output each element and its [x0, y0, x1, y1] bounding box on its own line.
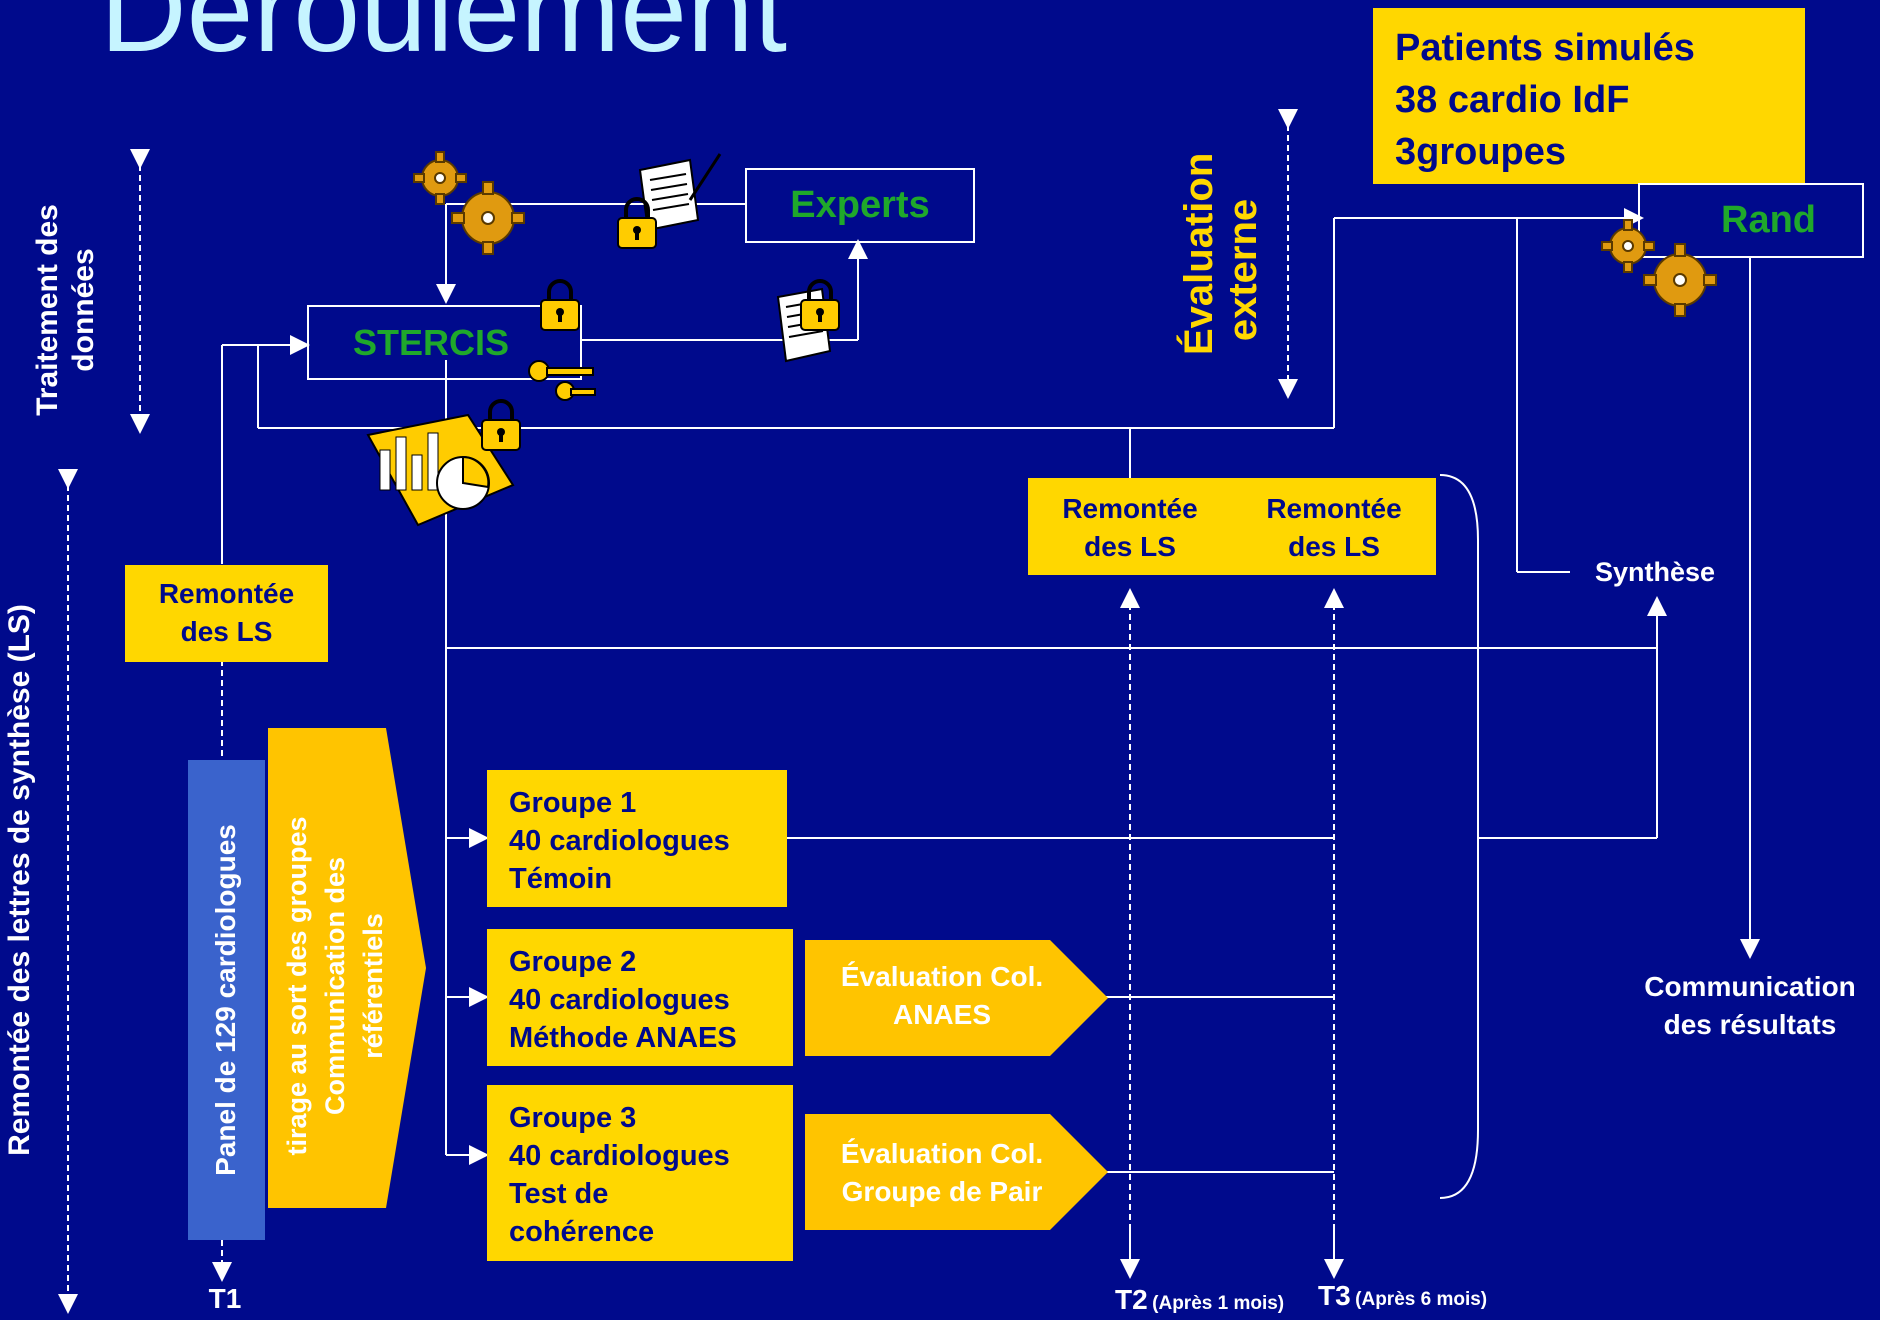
eval-anaes-arrow	[805, 940, 1108, 1056]
document-icon	[638, 153, 722, 232]
groupe-1-box: Groupe 1 40 cardiologues Témoin	[487, 770, 787, 907]
key-icon	[528, 360, 596, 401]
t2-note: (Après 1 mois)	[1152, 1293, 1285, 1314]
remontee-ls-t2: Remontée des LS	[1028, 478, 1232, 575]
gear-icon	[1601, 219, 1717, 317]
chart-icon	[366, 413, 515, 527]
rand-box: Rand	[1638, 183, 1864, 258]
eval-pair-label: Évaluation Col. Groupe de Pair	[840, 1138, 1044, 1207]
evaluation-externe-label: Évaluation externe	[1177, 152, 1265, 355]
t3-note: (Après 6 mois)	[1355, 1289, 1488, 1310]
page-title: Déroulement	[100, 0, 788, 77]
communication-resultats-label: Communication des résultats	[1644, 971, 1856, 1040]
panel-label: Panel de 129 cardiologues	[210, 824, 241, 1176]
lock-icon	[617, 197, 657, 249]
remontee-ls-t3: Remontée des LS	[1232, 478, 1436, 575]
eval-pair-arrow	[805, 1114, 1108, 1230]
lock-icon	[540, 279, 580, 331]
patients-simules-box: Patients simulés 38 cardio IdF 3groupes	[1373, 8, 1805, 184]
t2-label: T2 (Après 1 mois)	[1115, 1284, 1284, 1316]
tirage-label: tirage au sort des groupes Communication…	[282, 816, 388, 1156]
tirage-arrow-shape	[268, 728, 426, 1208]
groupe-3-box: Groupe 3 40 cardiologues Test de cohéren…	[487, 1085, 793, 1261]
experts-box: Experts	[745, 168, 975, 243]
t1-label: T1	[208, 1283, 242, 1314]
axis-label-remontee: Remontée des lettres de synthèse (LS)	[3, 604, 36, 1156]
t3-main: T3	[1318, 1280, 1351, 1311]
panel-box	[188, 760, 265, 1240]
remontee-ls-t1: Remontée des LS	[125, 565, 328, 662]
gear-icon	[413, 151, 525, 255]
axis-label-traitement: Traitement des données	[31, 204, 100, 416]
groupe-2-box: Groupe 2 40 cardiologues Méthode ANAES	[487, 929, 793, 1066]
lock-icon	[800, 279, 840, 331]
eval-anaes-label: Évaluation Col. ANAES	[840, 961, 1044, 1030]
synthese-label: Synthèse	[1594, 557, 1716, 587]
t3-label: T3 (Après 6 mois)	[1318, 1280, 1487, 1312]
lock-icon	[481, 399, 521, 451]
t2-main: T2	[1115, 1284, 1148, 1315]
stercis-box: STERCIS	[307, 305, 582, 380]
